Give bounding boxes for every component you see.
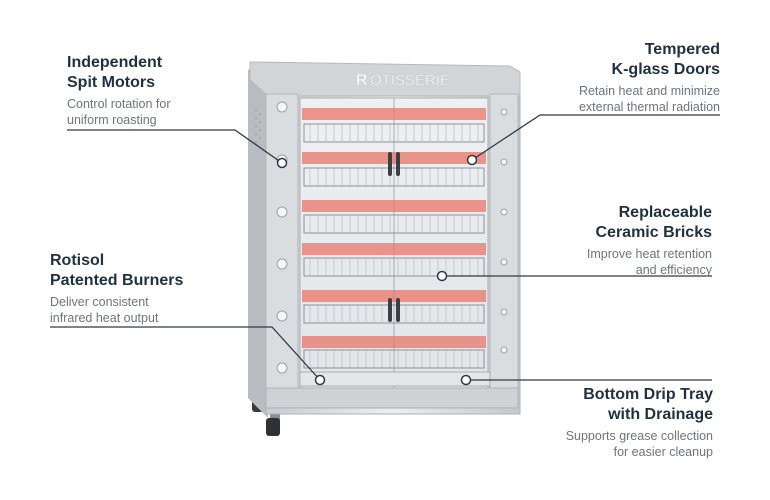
callout-ceramic-bricks: Replaceable Ceramic Bricks Improve heat … [520, 203, 712, 278]
oven-side-panel [248, 62, 268, 418]
callout-description: Supports grease collection for easier cl… [565, 429, 713, 459]
rack-wires [309, 124, 479, 368]
brand-logo: R OTISSERIE [356, 72, 450, 89]
bottom-drip-tray [299, 371, 491, 387]
callout-title: Bottom Drip Tray with Drainage [583, 386, 713, 423]
infrared-burners [302, 108, 486, 348]
spit-motor-knobs [276, 101, 288, 374]
callout-burners: Rotisol Patented Burners Deliver consist… [50, 251, 250, 326]
svg-text:R: R [356, 72, 368, 89]
svg-text:OTISSERIE: OTISSERIE [370, 72, 450, 89]
left-motor-column [265, 93, 299, 407]
callout-title: Replaceable Ceramic Bricks [595, 204, 712, 241]
callout-markers [276, 154, 478, 386]
callout-description: Improve heat retention and efficiency [586, 247, 712, 277]
callout-title: Independent Spit Motors [67, 54, 163, 91]
leader-lines [50, 114, 720, 381]
right-knobs [500, 108, 508, 354]
callout-description: Retain heat and minimize external therma… [578, 84, 720, 114]
oven-top-hood [249, 61, 521, 97]
base-plinth [265, 387, 519, 409]
callout-title: Tempered K-glass Doors [611, 41, 720, 78]
spit-racks [303, 123, 485, 369]
right-column [489, 93, 519, 405]
callout-glass-doors: Tempered K-glass Doors Retain heat and m… [520, 40, 720, 115]
door-handles [388, 152, 400, 322]
callout-drip-tray: Bottom Drip Tray with Drainage Supports … [510, 385, 713, 460]
vent-holes [255, 109, 261, 143]
callout-title: Rotisol Patented Burners [50, 252, 184, 289]
callout-description: Control rotation for uniform roasting [67, 97, 171, 127]
callout-description: Deliver consistent infrared heat output [50, 295, 159, 325]
callout-spit-motors: Independent Spit Motors Control rotation… [67, 53, 257, 128]
